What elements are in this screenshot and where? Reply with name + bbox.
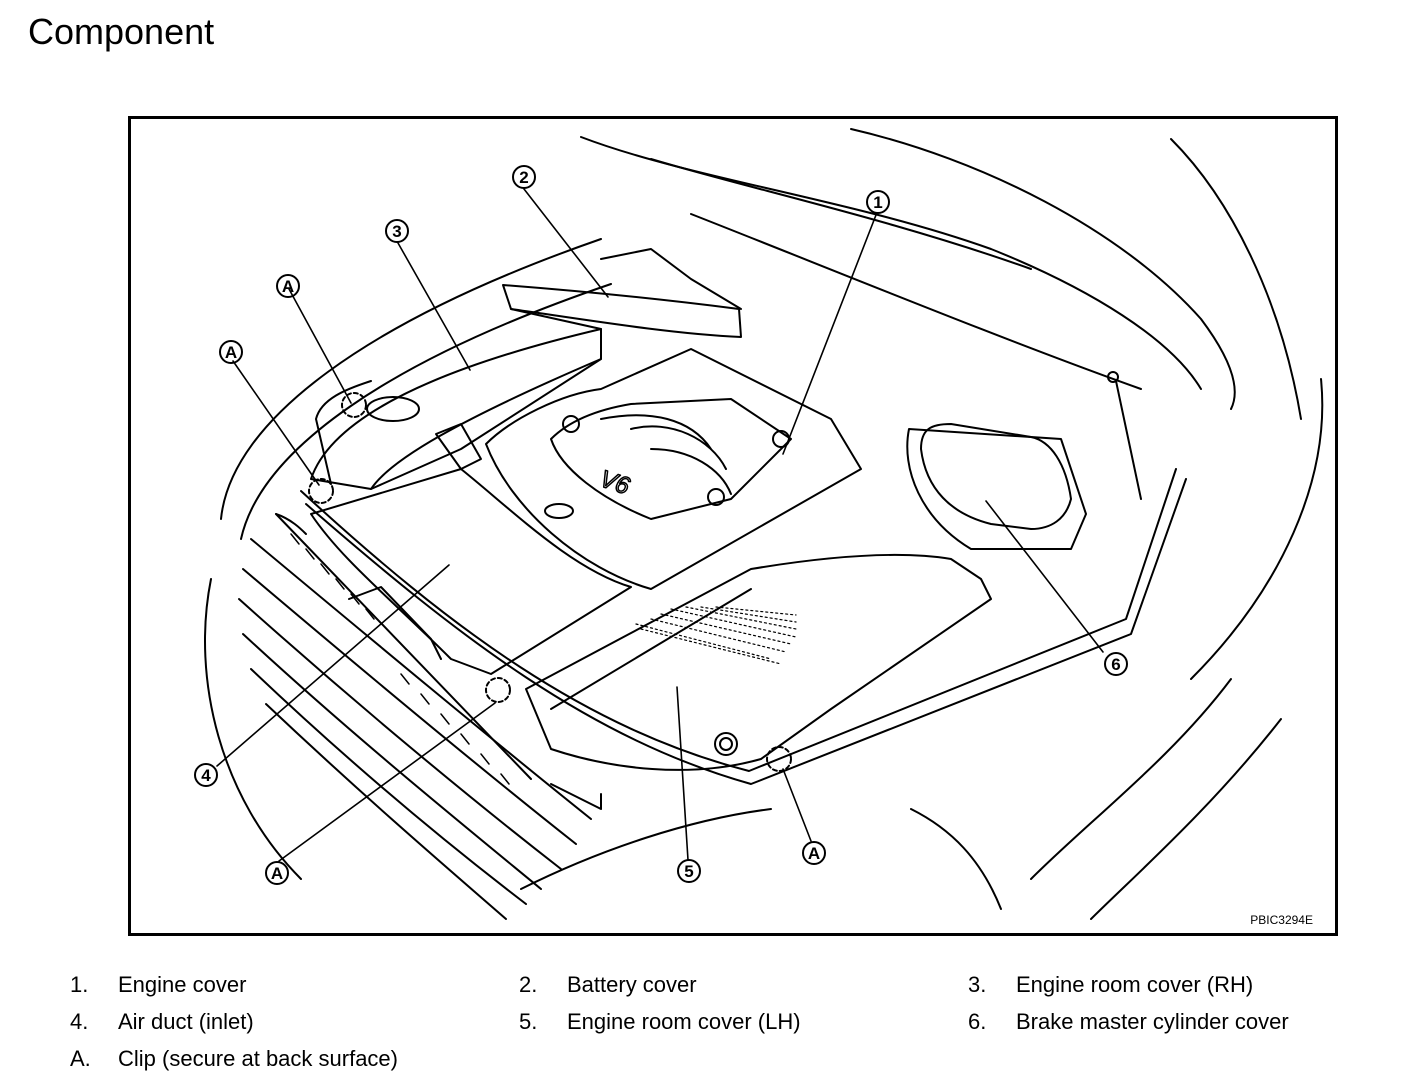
hood-stay-rod xyxy=(1107,371,1142,500)
svg-text:3: 3 xyxy=(392,222,401,241)
clip-marker xyxy=(766,746,792,772)
clip-marker xyxy=(485,677,511,703)
legend-text: Battery cover xyxy=(567,972,697,997)
legend-text: Brake master cylinder cover xyxy=(1016,1009,1289,1034)
svg-text:A: A xyxy=(282,277,294,296)
brake-master-cylinder-cover xyxy=(906,423,1087,550)
air-duct-inlet xyxy=(310,423,632,675)
legend-number: 4. xyxy=(70,1009,89,1034)
svg-text:A: A xyxy=(225,343,237,362)
legend-text: Engine room cover (LH) xyxy=(567,1009,801,1034)
legend-number: 1. xyxy=(70,972,89,997)
legend-text: Engine room cover (RH) xyxy=(1016,972,1254,997)
engine-room-drawing: V6 xyxy=(194,128,1324,920)
core-support xyxy=(300,468,1187,810)
legend-number: 2. xyxy=(519,972,538,997)
legend-number: 3. xyxy=(968,972,987,997)
svg-text:A: A xyxy=(808,844,820,863)
engine-cover: V6 xyxy=(485,348,862,590)
svg-text:1: 1 xyxy=(873,193,882,212)
callout-2: 2 xyxy=(512,165,536,189)
legend-number: A. xyxy=(70,1046,91,1071)
clip-marker xyxy=(341,392,367,418)
callout-a: A xyxy=(265,861,289,885)
battery-cover xyxy=(502,248,742,338)
legend-number: 6. xyxy=(968,1009,987,1034)
svg-text:5: 5 xyxy=(684,862,693,881)
svg-text:6: 6 xyxy=(1111,655,1120,674)
page-title: Component xyxy=(28,11,215,52)
leader-lines xyxy=(216,188,1104,862)
callout-1: 1 xyxy=(866,190,890,214)
svg-text:A: A xyxy=(271,864,283,883)
callout-a: A xyxy=(219,340,243,364)
vehicle-body-outline xyxy=(204,238,1324,920)
callout-3: 3 xyxy=(385,219,409,243)
engine-room-cover-lh xyxy=(525,553,992,771)
hood-outline xyxy=(580,128,1302,420)
svg-text:2: 2 xyxy=(519,168,528,187)
callout-a: A xyxy=(276,274,300,298)
legend-text: Engine cover xyxy=(118,972,247,997)
callout-5: 5 xyxy=(677,859,701,883)
svg-text:4: 4 xyxy=(201,766,211,785)
legend-text: Air duct (inlet) xyxy=(118,1009,254,1034)
figure-code: PBIC3294E xyxy=(1250,913,1313,927)
callout-a: A xyxy=(802,841,826,865)
callout-4: 4 xyxy=(194,763,218,787)
callout-6: 6 xyxy=(1104,652,1128,676)
legend-number: 5. xyxy=(519,1009,538,1034)
clip-markers xyxy=(308,392,792,772)
clip-marker xyxy=(308,478,334,504)
engine-room-illustration: V6 xyxy=(128,116,1338,936)
legend-text: Clip (secure at back surface) xyxy=(118,1046,398,1071)
front-grille xyxy=(238,513,592,920)
